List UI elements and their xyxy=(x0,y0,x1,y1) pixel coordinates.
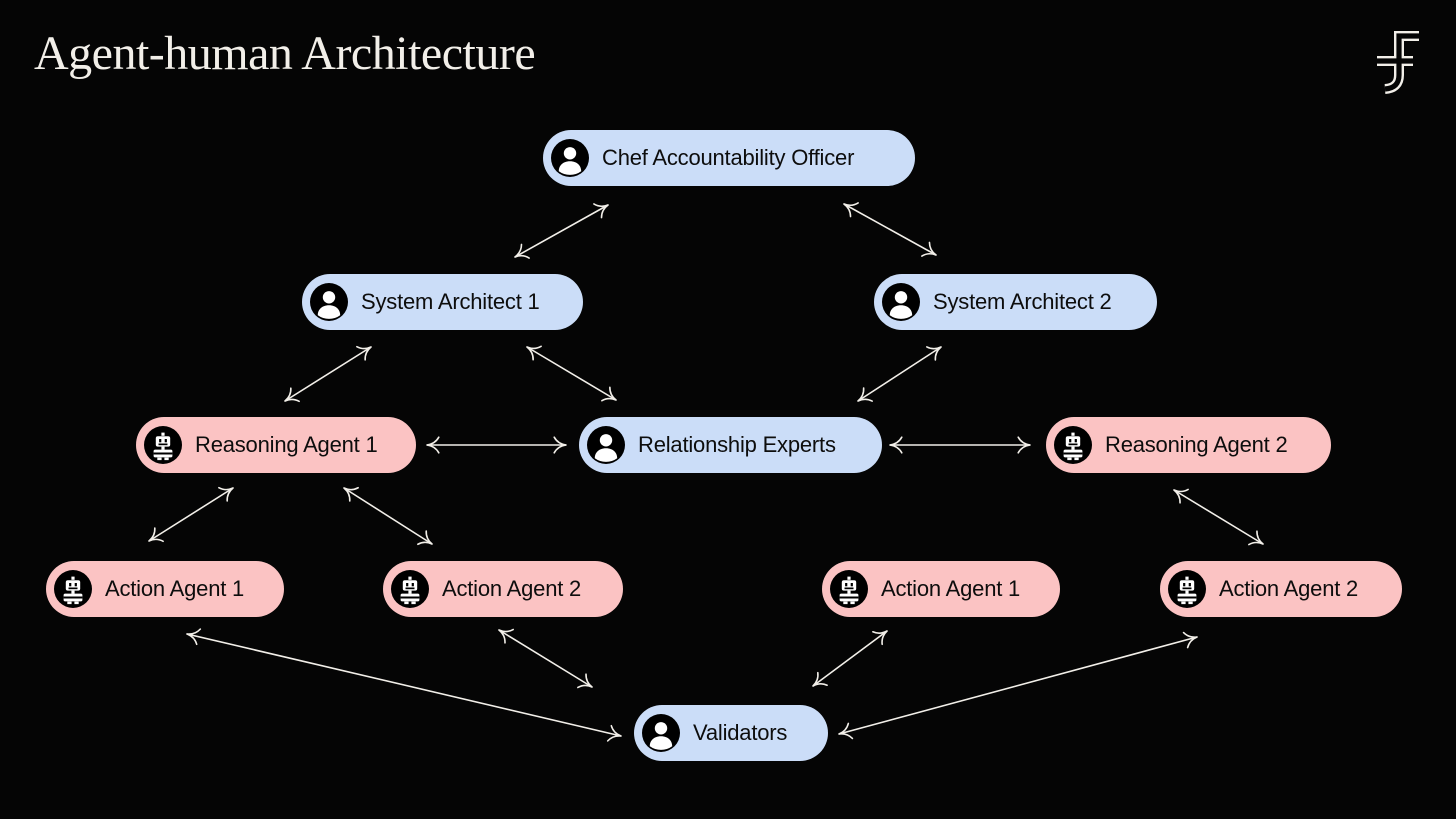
node-validators: Validators xyxy=(634,705,828,761)
robot-icon xyxy=(391,570,429,608)
edge-system-architect-2--relationship-experts xyxy=(857,346,942,402)
edge-system-architect-1--reasoning-agent-1 xyxy=(284,345,372,403)
node-label: Chef Accountability Officer xyxy=(602,145,855,170)
edge-validators--action-agent-1-right xyxy=(812,630,888,687)
node-label: Action Agent 1 xyxy=(105,576,245,601)
robot-icon xyxy=(1168,570,1206,608)
node-label: Action Agent 2 xyxy=(442,576,582,601)
node-action-agent-1-left: Action Agent 1 xyxy=(46,561,284,617)
person-icon xyxy=(310,283,348,321)
brand-logo-icon xyxy=(1377,31,1419,94)
node-label: Reasoning Agent 2 xyxy=(1105,432,1288,457)
edge-system-architect-1--relationship-experts xyxy=(526,345,617,402)
person-icon xyxy=(642,714,680,752)
page-title: Agent-human Architecture xyxy=(34,27,536,80)
node-action-agent-2-left: Action Agent 2 xyxy=(383,561,623,617)
edge-chef-accountability-officer--system-architect-2 xyxy=(843,202,937,257)
robot-icon xyxy=(144,426,182,464)
robot-icon xyxy=(830,570,868,608)
edge-validators--action-agent-2-right xyxy=(838,631,1198,740)
node-reasoning-agent-2: Reasoning Agent 2 xyxy=(1046,417,1331,473)
node-label: Action Agent 2 xyxy=(1219,576,1359,601)
node-label: System Architect 1 xyxy=(361,289,540,314)
edge-reasoning-agent-2--action-agent-2-right xyxy=(1173,488,1264,546)
node-label: Reasoning Agent 1 xyxy=(195,432,378,457)
node-label: Validators xyxy=(693,720,788,745)
person-icon xyxy=(551,139,589,177)
node-label: System Architect 2 xyxy=(933,289,1112,314)
edge-action-agent-2-left--validators xyxy=(498,628,593,689)
edge-reasoning-agent-1--action-agent-2-left xyxy=(343,486,433,546)
robot-icon xyxy=(1054,426,1092,464)
edge-chef-accountability-officer--system-architect-1 xyxy=(514,203,609,259)
node-label: Action Agent 1 xyxy=(881,576,1021,601)
node-label: Relationship Experts xyxy=(638,432,836,457)
node-chef-accountability-officer: Chef Accountability Officer xyxy=(543,130,915,186)
node-reasoning-agent-1: Reasoning Agent 1 xyxy=(136,417,416,473)
person-icon xyxy=(587,426,625,464)
node-system-architect-1: System Architect 1 xyxy=(302,274,583,330)
node-system-architect-2: System Architect 2 xyxy=(874,274,1157,330)
node-relationship-experts: Relationship Experts xyxy=(579,417,882,473)
edge-reasoning-agent-1--action-agent-1-left xyxy=(148,486,234,543)
robot-icon xyxy=(54,570,92,608)
node-action-agent-1-right: Action Agent 1 xyxy=(822,561,1060,617)
edge-action-agent-1-left--validators xyxy=(186,628,622,742)
node-action-agent-2-right: Action Agent 2 xyxy=(1160,561,1402,617)
person-icon xyxy=(882,283,920,321)
